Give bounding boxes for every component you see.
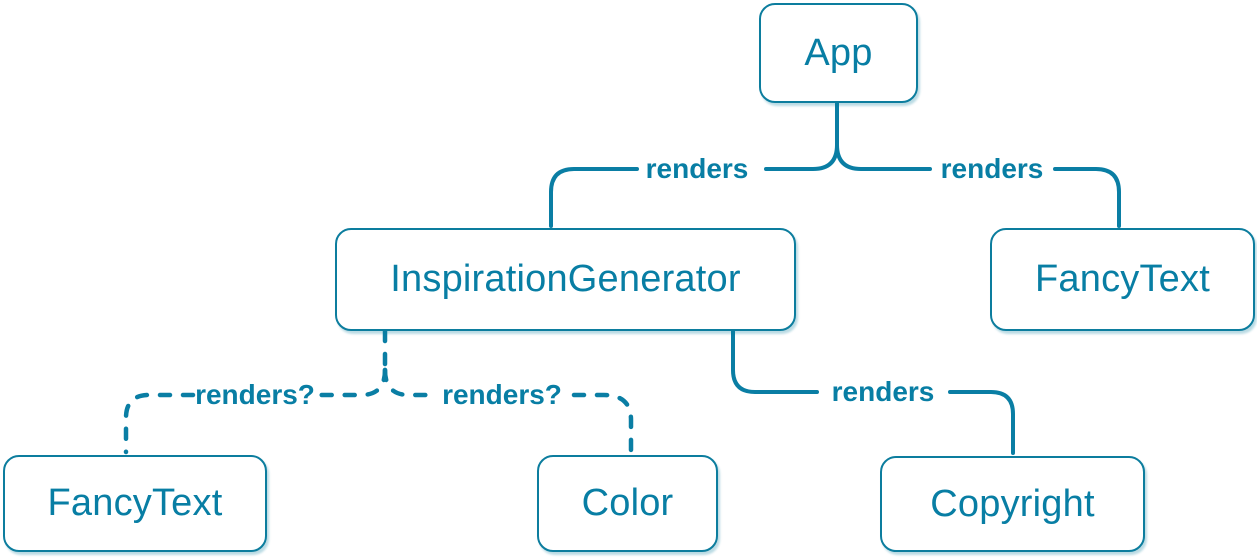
edge-dashed-split-left-line bbox=[314, 367, 388, 398]
node-fancy-text-left-label: FancyText bbox=[47, 482, 223, 524]
node-copyright: Copyright bbox=[880, 456, 1145, 552]
edge-inspiration-generator-to-color-line bbox=[571, 392, 634, 455]
edge-inspiration-generator-to-fancy-text-line bbox=[123, 392, 196, 455]
edge-app-split-right-line bbox=[835, 143, 932, 171]
node-fancy-text-left: FancyText bbox=[3, 455, 267, 552]
node-color: Color bbox=[537, 455, 718, 552]
edge-app-to-fancy-text-line bbox=[1053, 167, 1121, 228]
node-fancy-text-right-label: FancyText bbox=[1035, 258, 1210, 300]
edge-app-split-left-line bbox=[764, 143, 839, 171]
node-copyright-label: Copyright bbox=[930, 482, 1095, 525]
edge-inspiration-generator-to-copyright-line-start bbox=[731, 329, 819, 394]
edge-dashed-split-right-line bbox=[382, 367, 433, 398]
edge-label-inspiration-generator-to-fancy-text: renders? bbox=[195, 379, 315, 410]
edge-label-inspiration-generator-to-copyright: renders bbox=[831, 376, 935, 407]
edge-inspiration-generator-to-copyright-line-end bbox=[948, 390, 1015, 455]
edge-app-to-inspiration-generator-line bbox=[549, 167, 639, 228]
edge-label-inspiration-generator-to-color: renders? bbox=[442, 379, 562, 410]
node-app-label: App bbox=[804, 31, 873, 74]
node-color-label: Color bbox=[581, 482, 674, 524]
edge-label-app-to-inspiration-generator: renders bbox=[645, 153, 749, 184]
node-fancy-text-right: FancyText bbox=[990, 228, 1255, 331]
node-inspiration-generator: InspirationGenerator bbox=[335, 228, 796, 331]
node-inspiration-generator-label: InspirationGenerator bbox=[390, 258, 741, 300]
edge-label-app-to-fancy-text: renders bbox=[940, 153, 1044, 184]
node-app: App bbox=[759, 3, 918, 103]
